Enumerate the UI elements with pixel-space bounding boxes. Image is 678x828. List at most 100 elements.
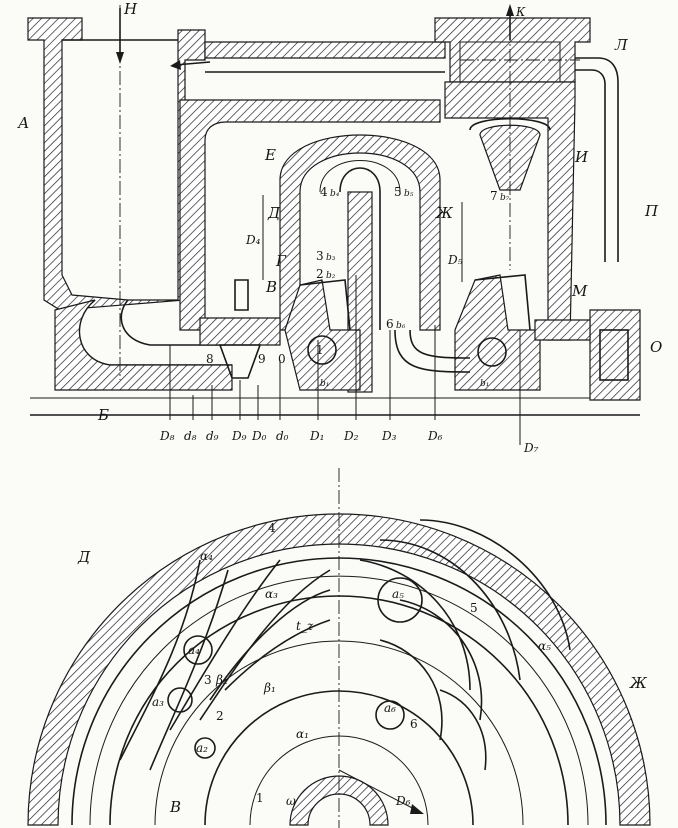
- label-omega: ω: [286, 794, 296, 808]
- label-point-5: 5: [470, 601, 478, 615]
- label-diffuser: Д: [267, 204, 281, 222]
- dim-b5: b₅: [404, 189, 414, 199]
- cross-section-view: Д Ж В α₄ α₃ α₁ α₅ β₂ β₁ a₅ a₄ a₃ a₂ a₆ t…: [27, 468, 651, 828]
- dim-D9: D₉: [231, 429, 247, 443]
- dim-d8: d₈: [184, 429, 197, 443]
- label-point-1: 1: [256, 791, 264, 805]
- section-3: 3: [316, 249, 324, 263]
- label-a2: a₂: [196, 741, 208, 755]
- cone-inlet: [218, 344, 262, 379]
- section-view: Н К А Б В Г Д Е Ж И Л М О П 8 9 0 1 2 3 …: [17, 0, 662, 455]
- seal-m: [534, 319, 591, 341]
- dim-D1: D₁: [309, 429, 324, 443]
- label-alpha4: α₄: [200, 549, 213, 563]
- second-diffuser-top: [479, 124, 541, 191]
- label-return-channel: Ж: [435, 204, 454, 222]
- dim-D2: D₂: [343, 429, 359, 443]
- dim-b3: b₃: [326, 253, 336, 263]
- top-flow-arrow: [174, 61, 211, 66]
- nut: [234, 279, 249, 311]
- dim-b4: b₄: [330, 189, 340, 199]
- section-7: 7: [490, 189, 498, 203]
- top-channel-wall: [204, 41, 446, 59]
- d6-arrowhead: [410, 804, 424, 814]
- section-0: 0: [278, 352, 286, 366]
- label-impeller: В: [265, 278, 277, 296]
- label-bearing: О: [650, 338, 662, 356]
- label-pipe: П: [644, 202, 659, 220]
- bearing-core: [599, 329, 629, 381]
- section-6: 6: [386, 317, 394, 331]
- diffuser-vanes: [119, 559, 331, 771]
- label-outlet-pipe: Л: [614, 36, 628, 54]
- label-bottom-impeller: В: [169, 798, 181, 816]
- label-alpha3: α₃: [265, 587, 278, 601]
- label-casing: А: [17, 114, 29, 132]
- hub: [289, 775, 389, 826]
- section-4: 4: [320, 185, 328, 199]
- dim-b1-second: b₁: [480, 379, 489, 389]
- seal-block: [199, 317, 281, 346]
- label-bottom-return: Ж: [629, 674, 648, 692]
- pipe-p-inner: [575, 69, 606, 262]
- impeller-2-blade: [474, 274, 531, 331]
- label-point-4: 4: [268, 521, 276, 535]
- return-bend-outer: [394, 329, 471, 373]
- label-gap: Г: [275, 252, 287, 270]
- dim-d9: d₉: [206, 429, 219, 443]
- label-a5: a₅: [392, 587, 404, 601]
- top-flow-arrowhead: [170, 60, 181, 70]
- dim-b2: b₂: [326, 271, 336, 281]
- dim-b6: b₆: [396, 321, 406, 331]
- throat-circle-a2: [194, 737, 216, 759]
- label-a6: a₆: [384, 701, 396, 715]
- dimension-lines: [169, 195, 521, 445]
- label-inlet-channel: Б: [97, 406, 109, 424]
- impeller-1-eye: [307, 335, 337, 365]
- throat-circle-a5: [377, 577, 423, 623]
- section-1: 1: [316, 343, 324, 357]
- inlet-base: [54, 299, 233, 391]
- return-bend-inner: [409, 329, 471, 359]
- dim-D0: D₀: [251, 429, 267, 443]
- upper-casing: [179, 99, 441, 331]
- dim-D7: D₇: [523, 441, 539, 455]
- label-beta2: β₂: [215, 673, 228, 687]
- dim-d0: d₀: [276, 429, 289, 443]
- d6-arrow: [338, 769, 421, 813]
- section-8: 8: [206, 352, 214, 366]
- label-inlet: Н: [123, 0, 138, 18]
- outlet-arrowhead: [506, 4, 514, 16]
- pipe-p-outer: [575, 57, 619, 262]
- label-a3: a₃: [152, 695, 164, 709]
- impeller-1-blade: [299, 279, 351, 331]
- dim-b1: b₁: [320, 379, 329, 389]
- section-2: 2: [316, 267, 324, 281]
- label-alpha1: α₁: [296, 727, 309, 741]
- label-outlet: К: [515, 5, 526, 19]
- dim-D5: D₅: [447, 253, 463, 267]
- label-tz: t_z: [296, 619, 314, 633]
- dim-b7: b₇: [500, 193, 510, 203]
- label-point-6: 6: [410, 717, 418, 731]
- bearing-housing: [589, 309, 641, 401]
- label-bottom-D6: D₆: [395, 794, 411, 808]
- throat-circle-a6: [375, 700, 405, 730]
- label-a4: a₄: [188, 643, 200, 657]
- label-alpha5: α₅: [538, 639, 551, 653]
- throat-circle-a4: [183, 635, 213, 665]
- label-point-3: 3: [204, 673, 212, 687]
- label-seal: М: [571, 282, 588, 300]
- label-second-diffuser: И: [574, 148, 589, 166]
- inlet-elbow-inner: [120, 299, 225, 346]
- ring-inner-2: [89, 575, 589, 826]
- label-return: Е: [264, 146, 276, 164]
- label-point-2: 2: [216, 709, 224, 723]
- dim-D3: D₃: [381, 429, 397, 443]
- return-channel-inner: [339, 167, 381, 330]
- return-vanes: [359, 519, 571, 771]
- section-9: 9: [258, 352, 266, 366]
- outer-ring: [27, 513, 651, 826]
